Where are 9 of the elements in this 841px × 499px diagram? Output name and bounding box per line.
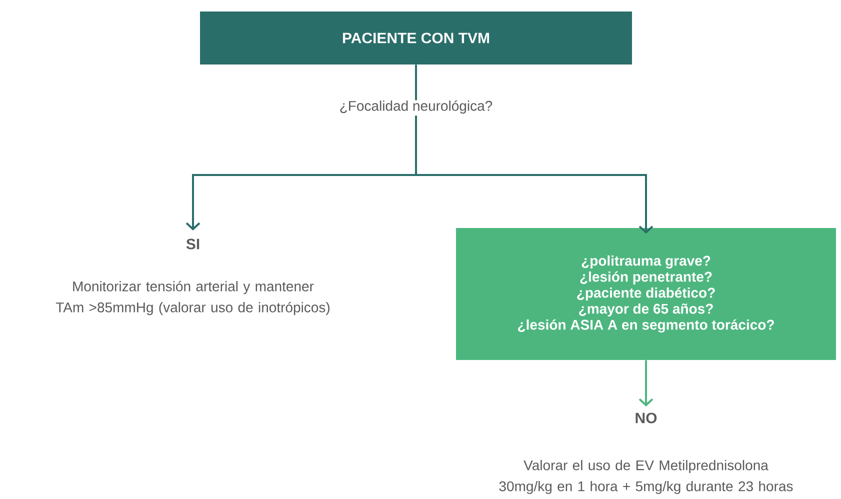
- note-text: Monitorizar tensión arterial y mantener TAm >85mmHg (valorar uso de inotrópicos): [56, 280, 330, 316]
- answer-label: NO: [636, 412, 657, 424]
- arrow: [638, 360, 654, 406]
- question-box: ¿politrauma grave? ¿lesión penetrante? ¿paciente diabético? ¿mayor de 65 años? ¿lesión ASIA A en segmento torácico?: [456, 228, 836, 360]
- note-text: Valorar el uso de EV Metilprednisolona 30mg/kg en 1 hora + 5mg/kg durante 23 horas: [499, 460, 793, 494]
- arrow: [415, 116, 654, 234]
- question-text: ¿Focalidad neurológica?: [340, 100, 492, 114]
- title-box: PACIENTE CON TVM: [200, 12, 632, 64]
- answer-label: SI: [186, 238, 200, 250]
